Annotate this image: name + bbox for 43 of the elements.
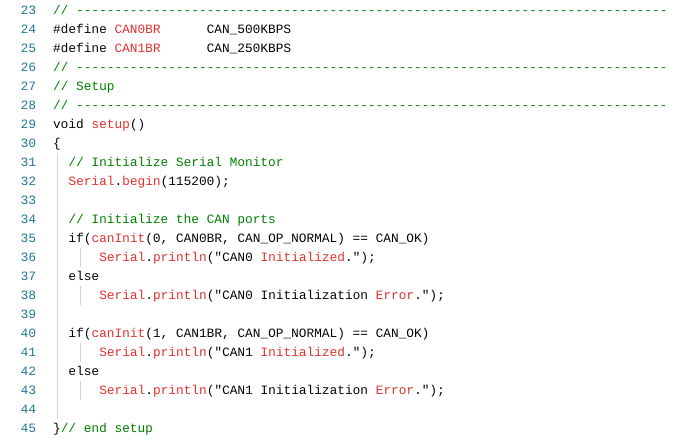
line-number: 38 <box>20 287 36 305</box>
code-comment: // Setup <box>53 78 114 96</box>
code-line: }// end setup <box>53 420 153 438</box>
line-number: 44 <box>20 401 36 419</box>
line-number: 42 <box>20 363 36 381</box>
line-number: 39 <box>20 306 36 324</box>
code-line: void setup() <box>53 116 146 134</box>
code-comment: // ----------------------------------------------------------------------------- <box>53 2 668 20</box>
line-number: 30 <box>20 135 36 153</box>
code-line: { <box>53 135 61 153</box>
line-number: 31 <box>20 154 36 172</box>
line-number: 25 <box>20 40 36 58</box>
line-number: 34 <box>20 211 36 229</box>
code-comment: // ----------------------------------------------------------------------------- <box>53 97 668 115</box>
code-line: Serial.println("CAN1 Initialization Error."); <box>99 382 445 400</box>
code-line: if(canInit(1, CAN1BR, CAN_OP_NORMAL) == CAN_OK) <box>68 325 430 343</box>
code-comment: // ----------------------------------------------------------------------------- <box>53 59 668 77</box>
line-number: 36 <box>20 249 36 267</box>
line-number: 43 <box>20 382 36 400</box>
code-line: else <box>68 363 100 381</box>
code-line: Serial.println("CAN0 Initialized."); <box>99 249 376 267</box>
line-number: 28 <box>20 97 36 115</box>
code-line: #define CAN1BR CAN_250KBPS <box>53 40 292 58</box>
code-line: else <box>68 268 100 286</box>
line-number: 33 <box>20 192 36 210</box>
line-number: 24 <box>20 21 36 39</box>
code-line: Serial.println("CAN0 Initialization Error."); <box>99 287 445 305</box>
code-line: if(canInit(0, CAN0BR, CAN_OP_NORMAL) == CAN_OK) <box>68 230 430 248</box>
code-comment: // Initialize the CAN ports <box>68 211 276 229</box>
code-line: Serial.begin(115200); <box>68 173 230 191</box>
line-number: 45 <box>20 420 36 438</box>
line-number: 40 <box>20 325 36 343</box>
line-number: 37 <box>20 268 36 286</box>
code-comment: // Initialize Serial Monitor <box>68 154 284 172</box>
code-line: Serial.println("CAN1 Initialized."); <box>99 344 376 362</box>
line-number: 27 <box>20 78 36 96</box>
code-line: #define CAN0BR CAN_500KBPS <box>53 21 292 39</box>
line-number: 26 <box>20 59 36 77</box>
line-number: 29 <box>20 116 36 134</box>
line-number: 23 <box>20 2 36 20</box>
line-number: 32 <box>20 173 36 191</box>
line-number: 35 <box>20 230 36 248</box>
line-number: 41 <box>20 344 36 362</box>
